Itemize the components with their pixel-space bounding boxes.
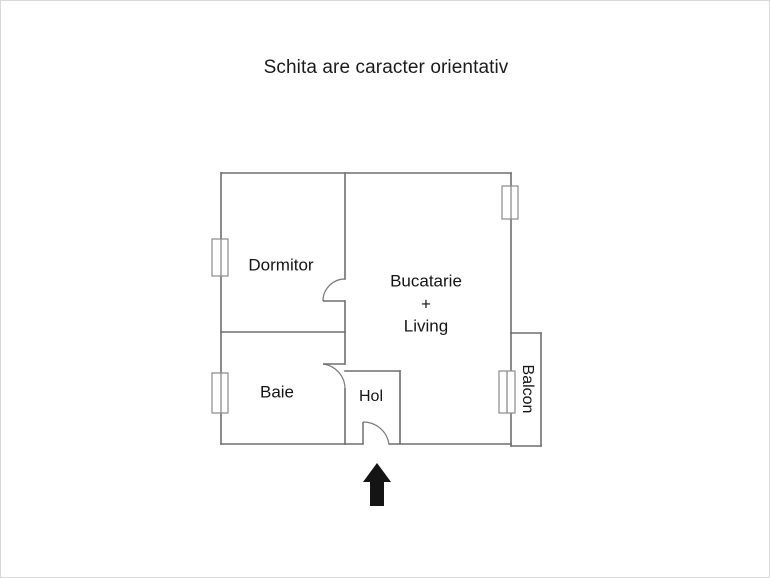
room-label-bucatarie-plus: +: [421, 294, 431, 313]
entry-arrow: [363, 463, 391, 506]
window-baie: [211, 372, 229, 414]
room-label-bucatarie-line3: Living: [404, 316, 448, 335]
windows: [211, 185, 519, 414]
room-label-hol: Hol: [359, 388, 383, 405]
interior-walls: [220, 172, 401, 445]
room-labels: Dormitor Bucatarie + Living Baie Hol Bal…: [248, 255, 535, 413]
door-baie: [322, 363, 346, 390]
window-balcon: [498, 370, 516, 414]
room-label-balcon: Balcon: [519, 365, 536, 414]
page-title: Schita are caracter orientativ: [263, 57, 509, 78]
window-living-top: [501, 185, 519, 220]
window-dormitor: [211, 238, 229, 277]
room-label-baie: Baie: [260, 382, 294, 401]
room-label-bucatarie-line1: Bucatarie: [390, 271, 462, 290]
balcony-walls: [510, 332, 542, 447]
room-label-dormitor: Dormitor: [248, 255, 314, 274]
doors: [322, 278, 390, 445]
door-dormitor: [322, 278, 346, 302]
door-entrance: [362, 421, 390, 445]
